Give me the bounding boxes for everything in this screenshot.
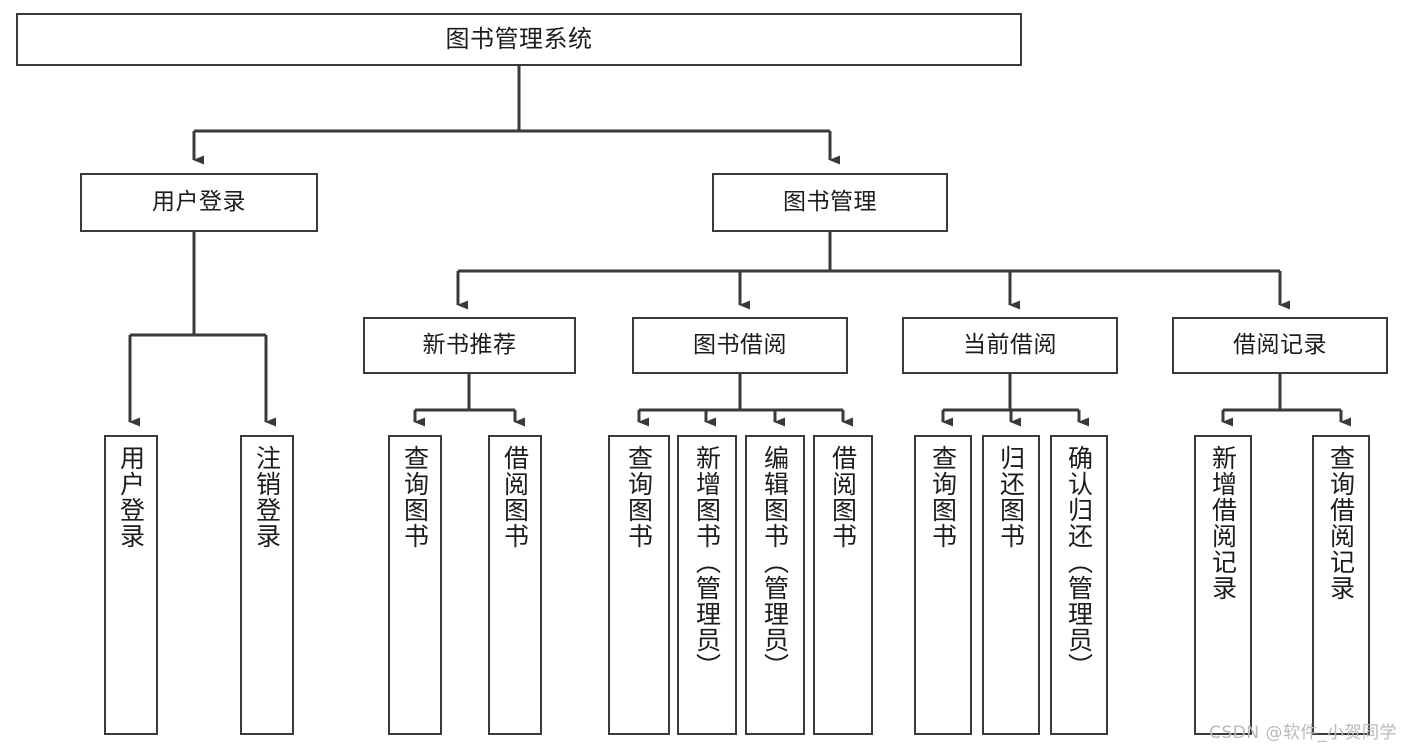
node-label: 编辑图书（管理员）	[760, 445, 790, 679]
leaf-recommend-query-book[interactable]: 查询图书	[388, 435, 442, 735]
node-label: 查询图书	[928, 445, 958, 549]
leaf-borrow-borrow-book[interactable]: 借阅图书	[813, 435, 873, 735]
node-label: 归还图书	[996, 445, 1026, 549]
node-new-book-recommend[interactable]: 新书推荐	[363, 317, 576, 374]
leaf-record-add-record[interactable]: 新增借阅记录	[1194, 435, 1252, 735]
leaf-user-login-signout[interactable]: 注销登录	[240, 435, 294, 735]
node-label: 图书管理	[783, 188, 877, 215]
leaf-borrow-edit-book-admin[interactable]: 编辑图书（管理员）	[745, 435, 805, 735]
node-user-login[interactable]: 用户登录	[80, 173, 318, 232]
node-book-borrow[interactable]: 图书借阅	[632, 317, 848, 374]
node-label: 用户登录	[152, 188, 246, 215]
leaf-borrow-add-book-admin[interactable]: 新增图书（管理员）	[677, 435, 737, 735]
node-label: 新增借阅记录	[1208, 445, 1238, 601]
node-label: 新增图书（管理员）	[692, 445, 722, 679]
node-label: 查询图书	[624, 445, 654, 549]
node-root-system[interactable]: 图书管理系统	[16, 13, 1022, 66]
node-label: 借阅图书	[500, 445, 530, 549]
node-current-borrow[interactable]: 当前借阅	[902, 317, 1118, 374]
node-label: 用户登录	[116, 445, 146, 549]
leaf-current-return-book[interactable]: 归还图书	[982, 435, 1040, 735]
node-label: 借阅图书	[828, 445, 858, 549]
leaf-user-login-signin[interactable]: 用户登录	[104, 435, 158, 735]
leaf-current-confirm-return-admin[interactable]: 确认归还（管理员）	[1050, 435, 1108, 735]
leaf-record-query-record[interactable]: 查询借阅记录	[1312, 435, 1370, 735]
node-label: 查询图书	[400, 445, 430, 549]
node-label: 图书借阅	[693, 331, 787, 358]
watermark-text: CSDN @软件_小贺同学	[1209, 723, 1397, 743]
node-book-management[interactable]: 图书管理	[712, 173, 948, 232]
leaf-borrow-query-book[interactable]: 查询图书	[608, 435, 670, 735]
node-label: 借阅记录	[1233, 331, 1327, 358]
leaf-recommend-borrow-book[interactable]: 借阅图书	[488, 435, 542, 735]
node-label: 新书推荐	[422, 331, 517, 358]
node-label: 当前借阅	[963, 331, 1057, 358]
node-label: 确认归还（管理员）	[1064, 445, 1094, 679]
leaf-current-query-book[interactable]: 查询图书	[914, 435, 972, 735]
node-label: 查询借阅记录	[1326, 445, 1356, 601]
node-label: 注销登录	[252, 445, 282, 549]
node-borrow-record[interactable]: 借阅记录	[1172, 317, 1388, 374]
node-label: 图书管理系统	[445, 25, 593, 54]
